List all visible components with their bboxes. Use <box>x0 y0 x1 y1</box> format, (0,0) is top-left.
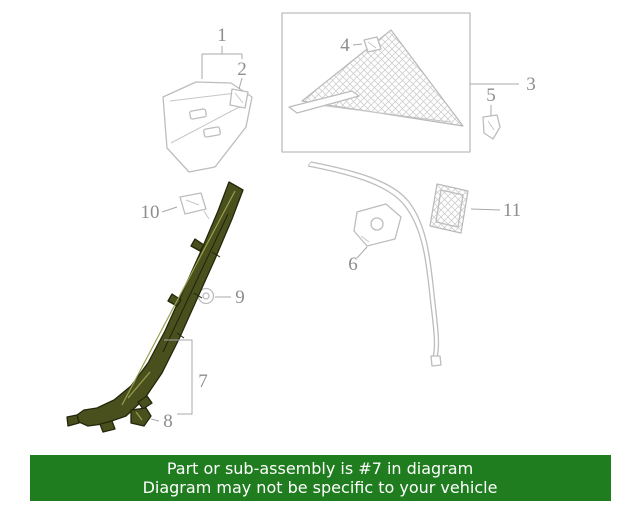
part-4-clip <box>363 36 382 53</box>
callout-2: 2 <box>237 59 247 80</box>
banner: Part or sub-assembly is #7 in diagram Di… <box>30 455 611 501</box>
callout-5: 5 <box>486 85 496 106</box>
part-5-detail <box>487 120 495 131</box>
part-7-foot-hook <box>66 414 80 427</box>
weatherstrip-inner-curve <box>307 165 436 358</box>
part-2-clip <box>229 88 249 109</box>
leader-line-2 <box>238 77 243 90</box>
part-7-lower-tab <box>137 395 153 410</box>
leader-bracket-7 <box>164 339 193 415</box>
part-7-tick-2 <box>193 292 203 299</box>
part-7-main-body <box>76 181 244 427</box>
banner-background <box>30 455 611 501</box>
callout-9: 9 <box>235 287 245 308</box>
part-7-highlight-line <box>121 190 236 406</box>
part-7-highlight-line-2 <box>127 371 151 399</box>
part-10-tail <box>203 210 210 220</box>
part-11-panel <box>429 183 469 234</box>
part-8-body <box>130 407 152 427</box>
leader-line-10 <box>161 206 178 213</box>
part-1-detail-line-diag <box>170 104 244 144</box>
part-1-slot-1 <box>189 108 207 120</box>
part-1-detail-line-top <box>169 92 237 102</box>
part-8-detail <box>135 411 143 421</box>
leader-line-8 <box>150 418 160 422</box>
part-3-panel <box>301 29 464 127</box>
weatherstrip-end-hook <box>430 355 442 367</box>
part-7-crease-line <box>162 213 229 353</box>
part-10-detail <box>185 199 200 206</box>
callout-3: 3 <box>526 74 536 95</box>
part-7-upper-tab-1 <box>190 238 205 252</box>
banner-line-1: Part or sub-assembly is #7 in diagram <box>167 459 473 478</box>
leader-line-6 <box>356 246 368 259</box>
part-11-inner-frame <box>435 189 464 228</box>
callout-11: 11 <box>503 200 521 221</box>
part-6-bracket <box>353 203 402 247</box>
part-2-detail <box>234 92 244 104</box>
part-7-pillar-trim-highlighted <box>66 181 244 433</box>
part-9-inner <box>202 292 210 300</box>
callout-1: 1 <box>217 25 227 46</box>
part-8-clip-highlighted <box>130 407 152 427</box>
callout-4: 4 <box>340 35 350 56</box>
weatherstrip-top-cap <box>307 161 312 167</box>
part-3-quarter-trim-panel <box>288 29 464 127</box>
part-6-detail <box>360 235 370 243</box>
part-7-tick-1 <box>211 251 221 258</box>
callout-10: 10 <box>141 202 160 223</box>
part-7-tick-3 <box>176 332 185 339</box>
part-6-body <box>353 203 402 247</box>
part-3-lower-strip <box>288 90 360 114</box>
weatherstrip <box>307 161 442 367</box>
part-3-bottom-edge <box>310 103 451 123</box>
banner-line-2: Diagram may not be specific to your vehi… <box>143 478 498 497</box>
callout-7: 7 <box>198 371 208 392</box>
part-5-clip <box>482 114 501 140</box>
assembly-box <box>281 12 471 153</box>
part-4-detail <box>367 41 377 49</box>
part-7-upper-tab-2 <box>167 293 182 307</box>
callout-8: 8 <box>163 411 173 432</box>
part-10-body <box>179 192 207 215</box>
callout-6: 6 <box>348 254 358 275</box>
leader-line-11 <box>470 208 501 211</box>
weatherstrip-outer-curve <box>310 161 440 358</box>
leader-line-4 <box>352 43 363 46</box>
part-6-hole <box>370 217 384 231</box>
leader-line-1 <box>201 46 243 79</box>
part-7-foot-tab <box>99 420 116 433</box>
part-10-clip <box>179 192 210 220</box>
part-1-slot-2 <box>203 126 221 138</box>
part-4-body <box>363 36 382 53</box>
